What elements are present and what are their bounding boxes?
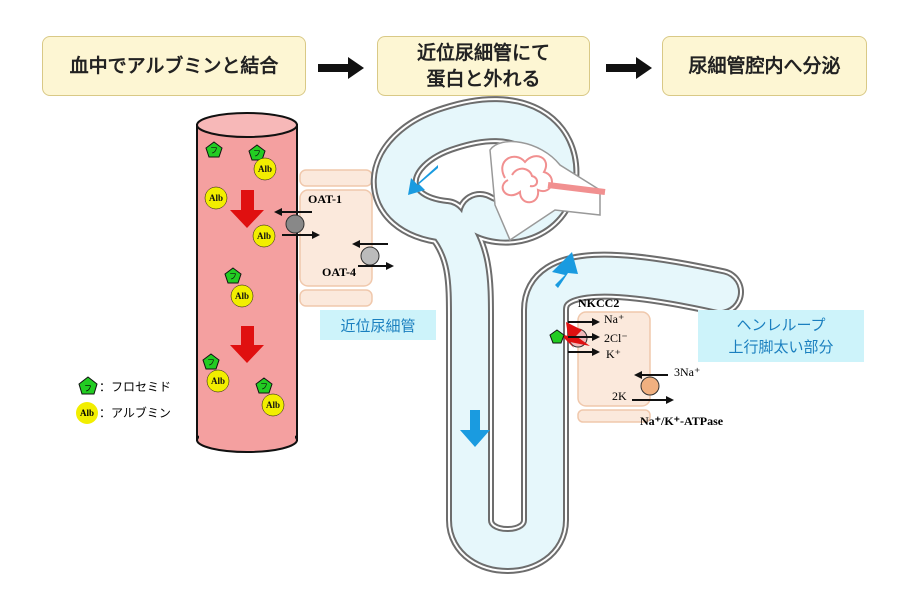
albumin-labels: Alb Alb Alb Alb Alb Alb — [209, 164, 280, 410]
k2-label: 2K — [612, 389, 627, 403]
henle-loop-line2: 上行脚太い部分 — [728, 338, 834, 356]
furosemide-molecules — [202, 141, 273, 394]
henle-loop-line1: ヘンレループ — [736, 316, 826, 334]
svg-text:フ: フ — [210, 146, 218, 155]
inhibition-bolt-icon — [560, 322, 590, 348]
flow-step-secretion: 尿細管腔内へ分泌 — [662, 36, 867, 96]
glomerulus-loops — [501, 155, 553, 204]
proximal-tubule-label: 近位尿細管 — [320, 310, 436, 340]
legend-albumin-glyph: Alb — [80, 408, 94, 418]
oat1-transporter — [285, 214, 305, 234]
flow-arrow-2 — [606, 57, 652, 79]
proximal-cells — [299, 169, 373, 307]
oat4-label: OAT-4 — [322, 265, 356, 279]
tubule-flow-arrow-up — [552, 252, 578, 288]
na3-label: 3Na⁺ — [674, 365, 700, 379]
atpase-transporter — [640, 376, 660, 396]
svg-text:フ: フ — [260, 382, 268, 391]
legend-furosemide-icon — [78, 376, 98, 395]
nkcc2-label: NKCC2 — [578, 296, 619, 310]
tubule-flow-arrow-1 — [408, 165, 438, 195]
flow-step-secretion-text: 尿細管腔内へ分泌 — [688, 55, 841, 77]
oat4-transporter — [360, 246, 380, 266]
legend-furosemide-label: ：フロセミド — [99, 380, 171, 394]
afferent-vessel — [547, 182, 606, 195]
k-label: K⁺ — [606, 347, 621, 361]
flow-arrow-1 — [318, 57, 364, 79]
svg-text:フ: フ — [253, 149, 261, 158]
flow-step-binding: 血中でアルブミンと結合 — [42, 36, 306, 96]
svg-text:Alb: Alb — [235, 291, 249, 301]
atpase-label: Na⁺/K⁺-ATPase — [640, 414, 724, 428]
legend-albumin-icon — [76, 402, 98, 424]
svg-text:Alb: Alb — [258, 164, 272, 174]
svg-text:Alb: Alb — [266, 400, 280, 410]
svg-text:Alb: Alb — [209, 193, 223, 203]
oat1-label: OAT-1 — [308, 192, 342, 206]
furosemide-labels: フ フ フ フ フ — [207, 146, 268, 391]
legend-albumin-label: ：アルブミン — [99, 405, 171, 420]
nkcc2-furosemide — [549, 329, 565, 344]
svg-text:Alb: Alb — [257, 231, 271, 241]
red-arrow-1 — [230, 190, 264, 228]
svg-text:フ: フ — [229, 272, 237, 281]
albumin-molecules — [204, 157, 285, 417]
svg-text:フ: フ — [207, 358, 215, 367]
flow-step-release-line2: 蛋白と外れる — [426, 68, 541, 90]
cl-label: 2Cl⁻ — [604, 331, 628, 345]
legend-furosemide-glyph: フ — [84, 384, 92, 393]
tubule-flow-arrow-down — [460, 410, 490, 447]
flow-step-release: 近位尿細管にて 蛋白と外れる — [377, 36, 590, 96]
svg-text:Alb: Alb — [211, 376, 225, 386]
henle-loop-label: ヘンレループ 上行脚太い部分 — [698, 310, 864, 362]
henle-cells — [577, 311, 651, 423]
flow-step-binding-text: 血中でアルブミンと結合 — [69, 55, 279, 77]
red-arrow-2 — [230, 326, 264, 363]
na-label: Na⁺ — [604, 312, 624, 326]
flow-step-release-line1: 近位尿細管にて — [416, 42, 550, 64]
